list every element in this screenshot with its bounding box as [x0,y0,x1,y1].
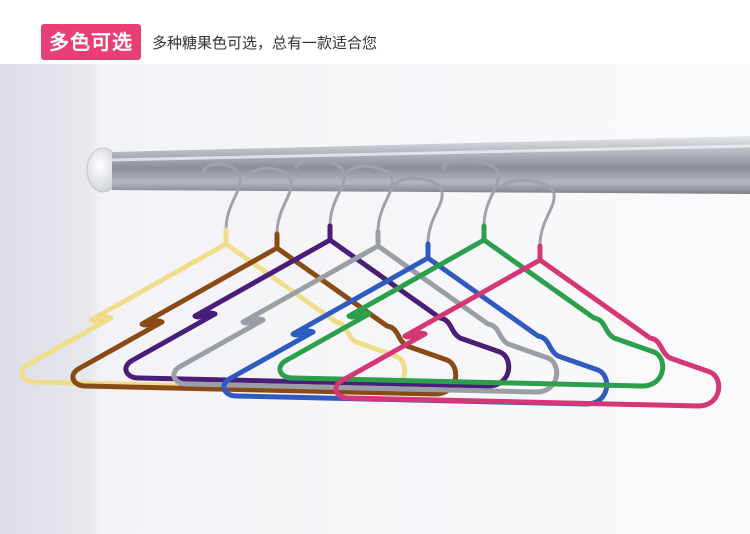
header-bar: 多色可选 多种糖果色可选，总有一款适合您 [0,0,750,64]
hanger-photo [0,64,750,534]
hanger-hook-icon [500,178,556,248]
hanger-hook-icon [441,158,500,228]
hanger-hook-icon [393,176,444,246]
clothes-hanger [70,231,459,397]
hanger-hook-icon [202,162,242,232]
feature-tagline: 多种糖果色可选，总有一款适合您 [152,34,378,52]
photo-scene [0,64,750,534]
hanger-hook-icon [345,164,394,234]
clothes-hanger [277,223,666,389]
clothes-hanger [171,229,560,395]
hanger-hook-icon [249,166,293,236]
hanger-hook-icon [294,158,346,228]
clothes-hanger [123,223,512,389]
feature-badge: 多色可选 [41,24,141,60]
clothes-hanger [333,243,722,409]
